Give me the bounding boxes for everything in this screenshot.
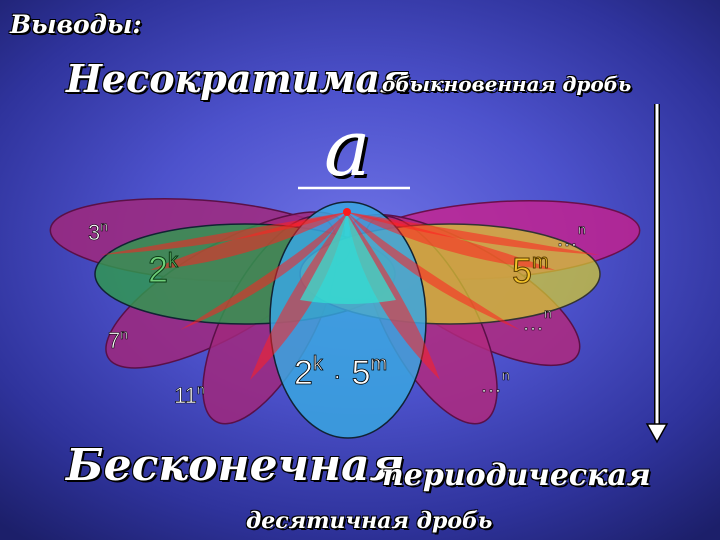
down-arrow xyxy=(645,104,669,444)
petal-2k-5m xyxy=(269,201,427,439)
title-top-sub: обыкновенная дробь xyxy=(382,72,632,96)
numerator-symbol: a xyxy=(324,104,371,194)
label-3n: 3n xyxy=(88,218,108,245)
label-2k-5m: 2k·5m xyxy=(294,353,387,392)
conclusions-label: Выводы: xyxy=(10,10,142,39)
label-ellipsis-n-low: …n xyxy=(480,367,510,397)
label-ellipsis-n-mid: …n xyxy=(522,305,552,335)
red-rays xyxy=(100,212,600,380)
label-11n: 11n xyxy=(174,381,205,408)
title-bottom: Бесконечная xyxy=(66,440,405,491)
label-5m: 5m xyxy=(512,250,549,291)
label-7n: 7n xyxy=(108,326,128,353)
title-top: Несократимая xyxy=(66,56,411,101)
center-dot xyxy=(343,208,351,216)
title-bottom-sub: периодическая xyxy=(382,458,651,493)
label-2k: 2k xyxy=(148,249,179,290)
center-overlap xyxy=(300,214,396,304)
title-bottom-line2: десятичная дробь xyxy=(246,508,493,534)
label-ellipsis-n-top: …n xyxy=(556,221,586,251)
